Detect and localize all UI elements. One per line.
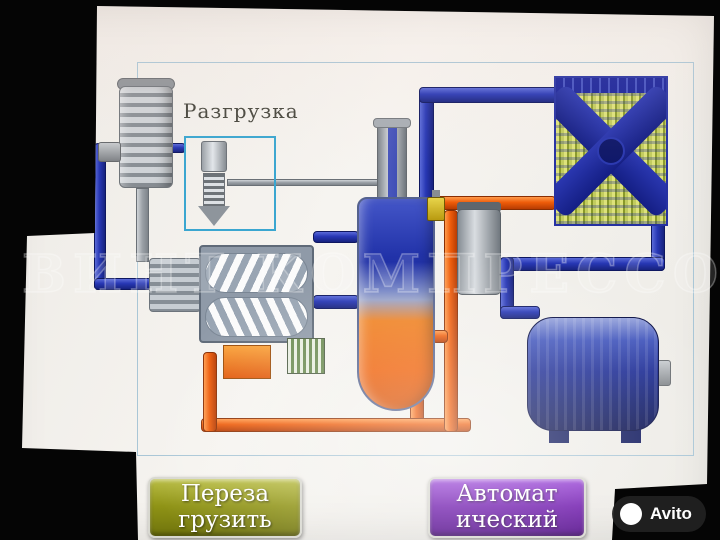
unloading-label: Разгрузка — [183, 99, 299, 123]
thermostat-cap — [457, 202, 501, 212]
unloader-frame — [184, 136, 276, 231]
pipe-blue-discharge — [313, 295, 359, 309]
drain-valve — [427, 197, 445, 221]
avito-logo-icon — [620, 503, 642, 525]
oil-separator-vessel — [357, 197, 435, 411]
drive-motor — [527, 317, 659, 431]
drain-valve-stem — [432, 190, 440, 198]
automatic-button-line1: Автомат — [456, 480, 558, 507]
valve-cone — [198, 206, 230, 226]
reload-button-line2: грузить — [178, 506, 272, 533]
air-intake-stub — [98, 142, 121, 162]
oil-cooler — [554, 76, 668, 226]
avito-badge: Avito — [612, 496, 706, 532]
screw-compressor-block — [199, 245, 314, 343]
reload-button-line1: Переза — [180, 480, 270, 507]
avito-label: Avito — [650, 504, 692, 523]
reload-button[interactable]: Переза грузить — [148, 477, 302, 538]
pipe-orange-right-riser — [444, 210, 458, 432]
pipe-blue-top-main — [419, 87, 571, 103]
motor-ribs — [528, 318, 658, 430]
air-filter — [119, 86, 173, 188]
screw-rotor-bottom — [205, 297, 308, 337]
inlet-ribs — [149, 258, 201, 312]
oil-filter — [287, 338, 325, 374]
cooler-header — [556, 78, 666, 93]
separator-pipe-core — [388, 124, 397, 202]
separator-pipe-cap — [373, 118, 411, 128]
pipe-blue-upper-link — [313, 231, 359, 243]
pipe-orange-bottom-loop — [201, 418, 471, 432]
fan-hub-icon — [597, 137, 625, 165]
pipe-blue-return-horizontal — [500, 257, 665, 271]
automatic-button-line2: ический — [455, 506, 559, 533]
oil-sump — [223, 345, 271, 379]
pipe-orange-left-riser — [203, 352, 217, 432]
pipe-blue-separator-riser — [419, 91, 434, 201]
motor-foot — [621, 429, 641, 443]
automatic-mode-button[interactable]: Автомат ический — [428, 477, 586, 538]
motor-shaft — [657, 360, 671, 386]
thermostat-block — [457, 209, 501, 295]
valve-spring — [203, 173, 225, 206]
pipe-blue-to-motor — [500, 306, 540, 319]
motor-foot — [549, 429, 569, 443]
unloading-valve-body — [201, 141, 227, 172]
screw-rotor-top — [205, 253, 308, 293]
pipe-blue-left-vertical — [94, 143, 106, 290]
pipe-gray-filter-down — [136, 188, 149, 262]
pipe-blue-to-inlet — [94, 278, 152, 290]
